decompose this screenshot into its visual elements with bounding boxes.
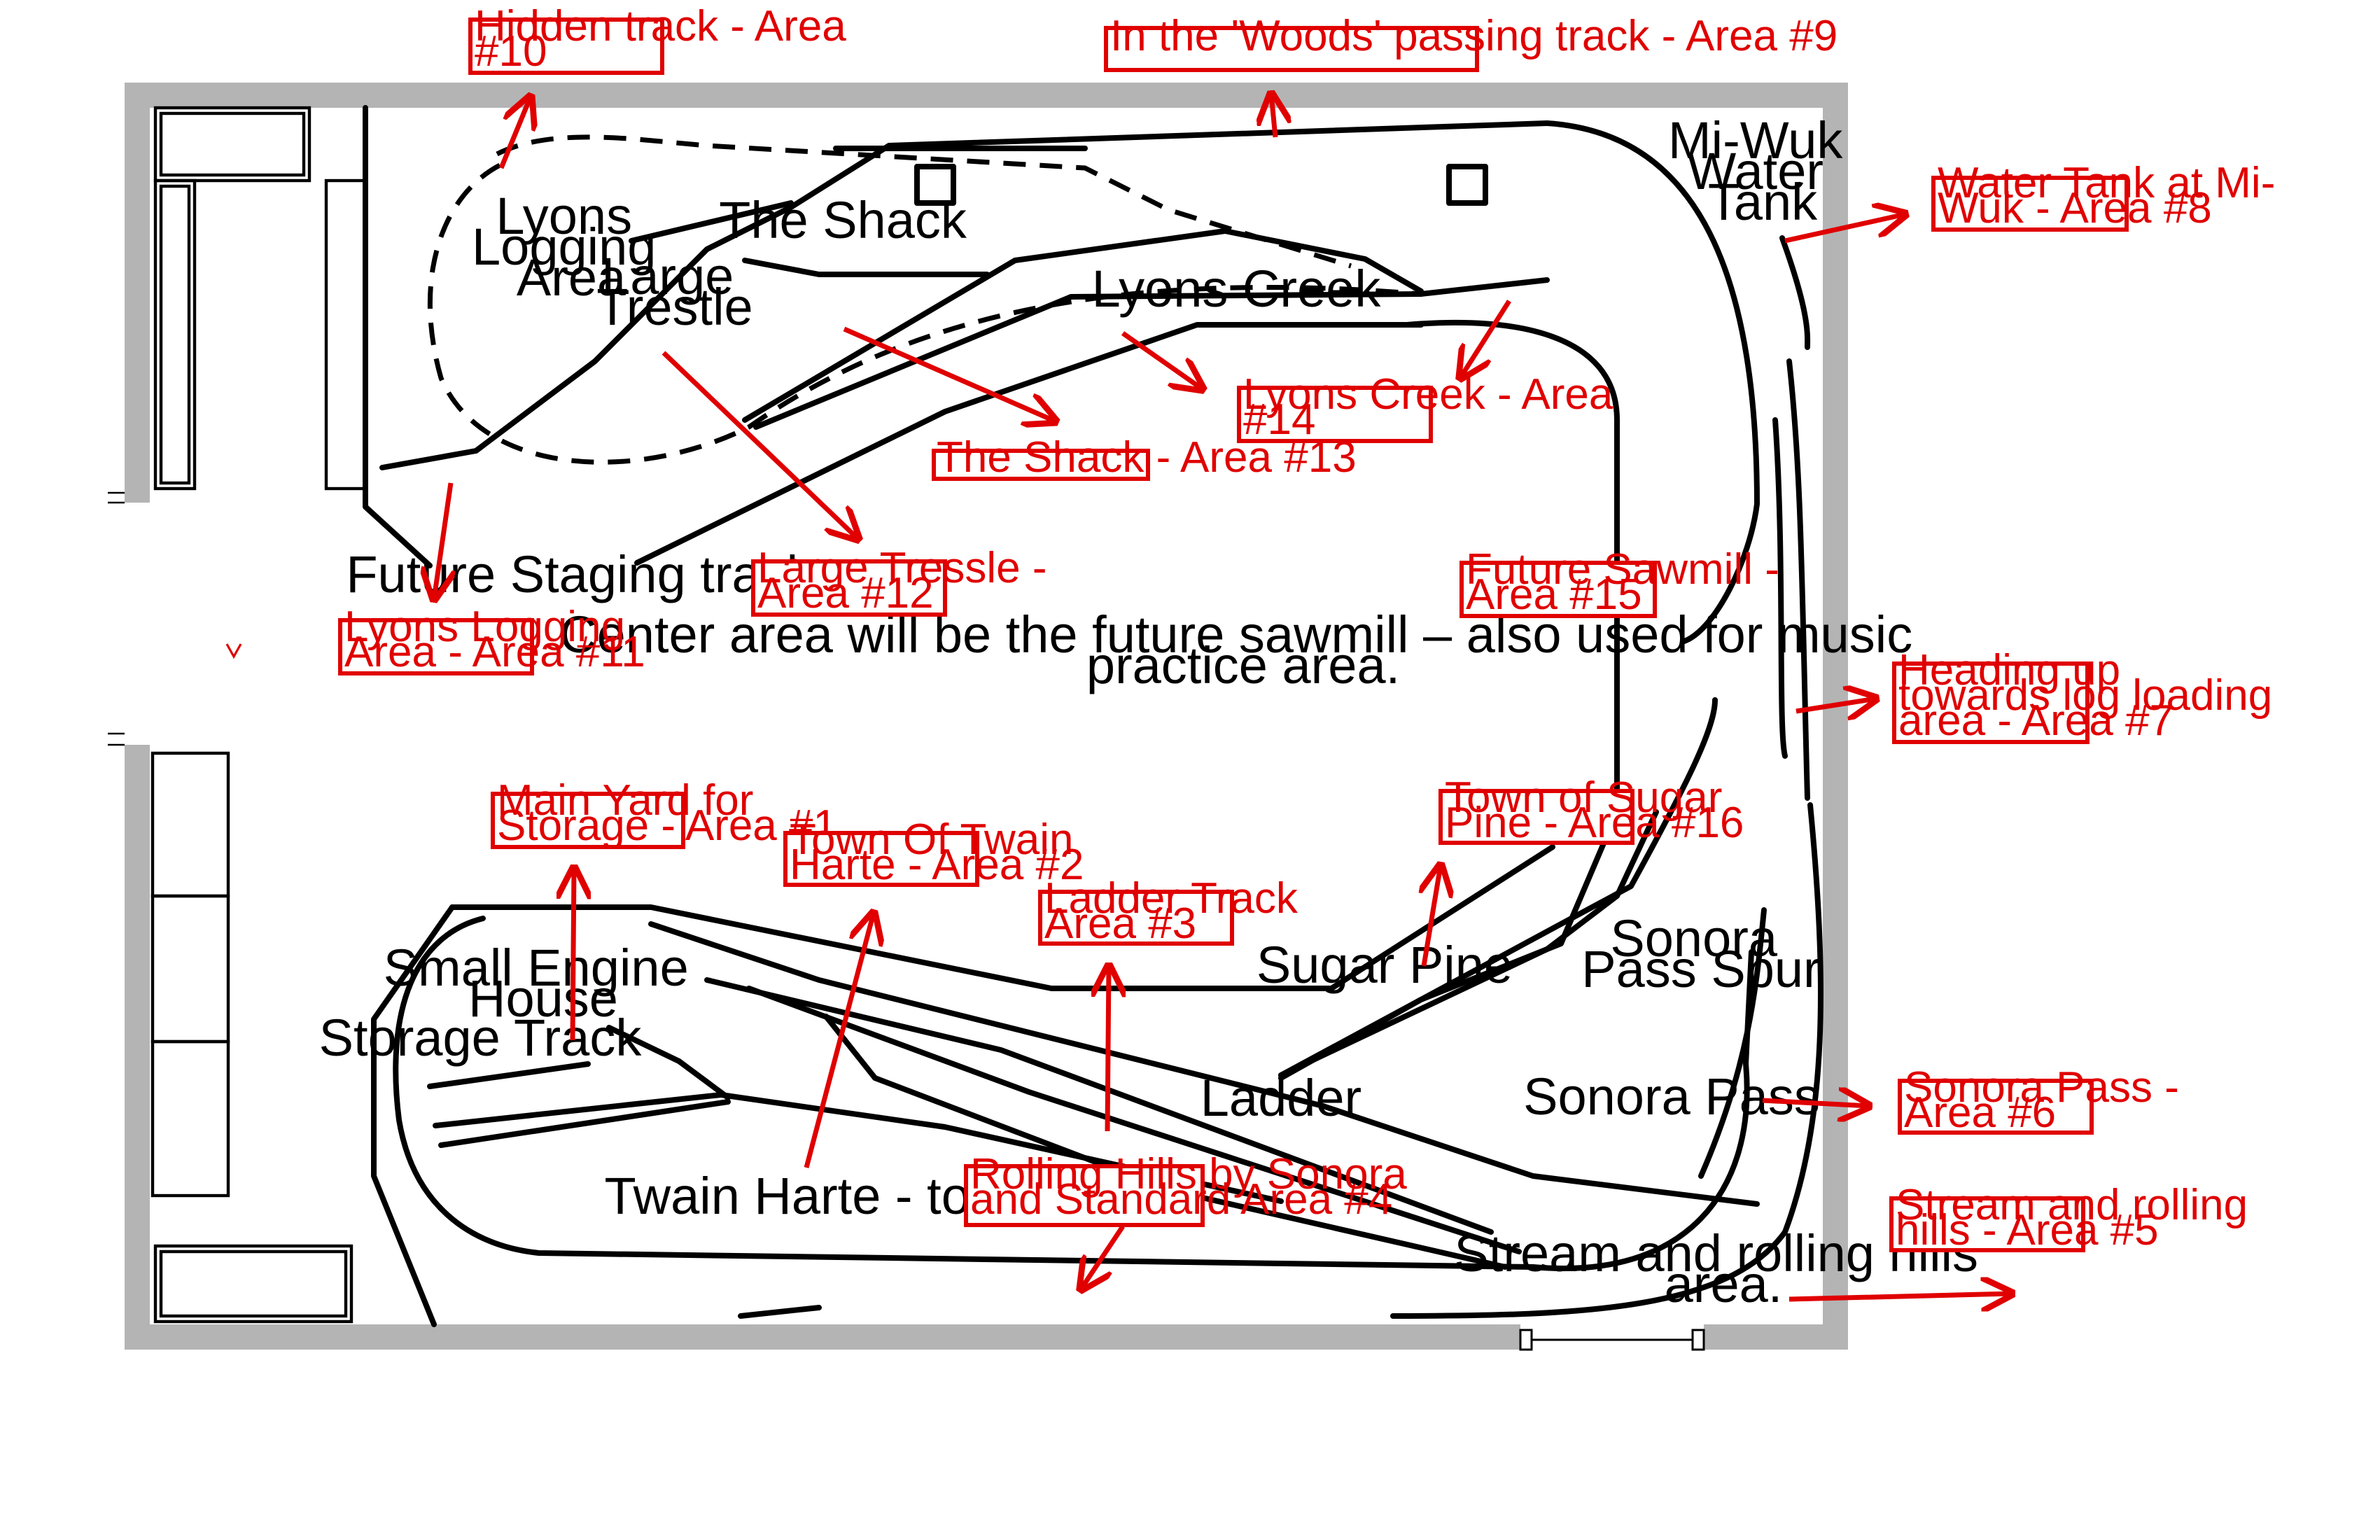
the-shack-label: The Shack [719,191,967,249]
lyons-logging-label: Lyons Logging Area [472,187,671,307]
svg-text:The Shack - Area #13: The Shack - Area #13 [937,433,1357,482]
small-engine-house-label: Small Engine House [384,939,704,1028]
svg-text:In the 'Woods' passing track -: In the 'Woods' passing track - Area #9 [1110,12,1837,60]
track-upper [363,105,1811,1081]
sugar-pine-label: Sugar Pine [1256,936,1513,994]
svg-text:Hidden track - Area#10: Hidden track - Area#10 [475,2,846,76]
svg-text:Large Tressle -Area #12: Large Tressle -Area #12 [757,544,1047,617]
center-area-label: Center area will be the future sawmill –… [559,606,1927,694]
svg-text:Sonora Pass -Area #6: Sonora Pass -Area #6 [1904,1063,2179,1137]
ladder-label: Ladder [1200,1069,1362,1127]
sonora-pass-spur-label: Sonora Pass Spur [1581,909,1820,998]
lyons-creek-label: Lyons Creek [1092,260,1382,318]
storage-track-label: Storage Track [319,1009,643,1067]
door-marker [225,643,242,659]
callout-area-12: Large Tressle -Area #12 [751,544,1047,617]
svg-text:Future Sawmill -Area #15: Future Sawmill -Area #15 [1466,545,1779,619]
miwuk-water-tank-label: Mi-Wuk Water Tank [1668,111,1857,231]
svg-text:Water Tank at Mi-Wuk - Area #8: Water Tank at Mi-Wuk - Area #8 [1938,159,2275,232]
annotation-arrows [434,94,2012,1299]
large-trestle-label: Large Trestle [596,247,752,336]
svg-text:Lyons Creek - Area#14: Lyons Creek - Area#14 [1243,370,1614,444]
callout-area-6: Sonora Pass -Area #6 [1898,1063,2179,1137]
cabinets [150,106,368,1324]
door-jamb-left [1519,1329,1533,1351]
callout-area-10: Hidden track - Area#10 [468,2,846,76]
callout-area-9: In the 'Woods' passing track - Area #9 [1104,12,1837,72]
door-jamb-right [1691,1329,1705,1351]
callout-area-8: Water Tank at Mi-Wuk - Area #8 [1931,159,2275,232]
area-callouts: Hidden track - Area#10 In the 'Woods' pa… [338,2,2275,1254]
sonora-pass-label: Sonora Pass [1523,1068,1820,1126]
callout-area-15: Future Sawmill -Area #15 [1460,545,1779,619]
callout-area-14: Lyons Creek - Area#14 [1237,370,1614,444]
callout-area-13: The Shack - Area #13 [932,433,1357,482]
